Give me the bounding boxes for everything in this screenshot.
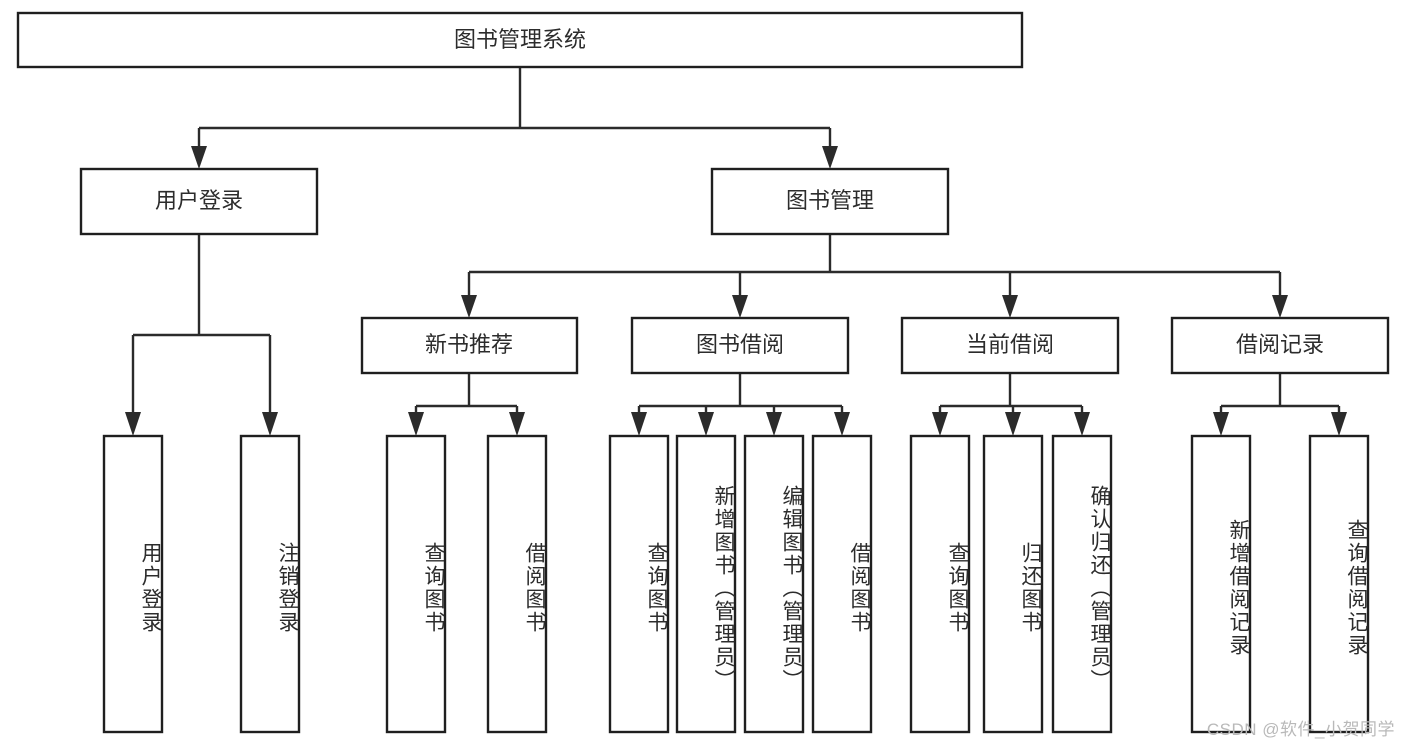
arrowhead-leaf-query-book-3 <box>932 412 948 436</box>
connectors-user-login-to-leaves <box>125 234 278 436</box>
arrowhead-user-login <box>191 146 207 169</box>
node-user-login[interactable]: 用户登录 <box>79 167 319 236</box>
connectors-new-book-rec-to-leaves <box>408 373 525 436</box>
connectors-book-manage-to-level3 <box>461 234 1288 318</box>
arrowhead-leaf-borrow-book-2 <box>834 412 850 436</box>
watermark: CSDN @软件_小贺同学 <box>1206 720 1395 739</box>
leaf-borrow-book-2-box[interactable] <box>811 434 873 734</box>
arrowhead-leaf-return-book <box>1005 412 1021 436</box>
arrowhead-leaf-user-logout <box>262 412 278 436</box>
arrowhead-leaf-confirm-return <box>1074 412 1090 436</box>
node-new-book-rec-label: 新书推荐 <box>425 332 513 357</box>
node-borrow-record-label: 借阅记录 <box>1236 332 1324 357</box>
leaf-query-book-3-box[interactable] <box>909 434 971 734</box>
arrowhead-leaf-query-record <box>1331 412 1347 436</box>
arrowhead-book-borrow <box>732 295 748 318</box>
node-new-book-rec[interactable]: 新书推荐 <box>360 316 579 375</box>
node-borrow-record-box[interactable] <box>1170 316 1390 375</box>
connectors-root-to-level2 <box>191 67 838 169</box>
node-root-box[interactable] <box>16 11 1024 69</box>
arrowhead-borrow-record <box>1272 295 1288 318</box>
node-root-label: 图书管理系统 <box>454 27 586 52</box>
node-current-borrow-box[interactable] <box>900 316 1120 375</box>
node-borrow-record[interactable]: 借阅记录 <box>1170 316 1390 375</box>
leaf-borrow-book-1-box[interactable] <box>486 434 548 734</box>
leaf-query-book-1-box[interactable] <box>385 434 447 734</box>
node-current-borrow-label: 当前借阅 <box>966 332 1054 357</box>
arrowhead-current-borrow <box>1002 295 1018 318</box>
arrowhead-leaf-edit-book <box>766 412 782 436</box>
leaf-return-book-box[interactable] <box>982 434 1044 734</box>
node-user-login-label: 用户登录 <box>155 188 243 213</box>
leaf-user-login-box[interactable] <box>102 434 164 734</box>
connectors-current-borrow-to-leaves <box>932 373 1090 436</box>
node-book-borrow-box[interactable] <box>630 316 850 375</box>
leaf-user-logout-box[interactable] <box>239 434 301 734</box>
leaf-edit-book-box[interactable] <box>743 434 805 734</box>
node-root[interactable]: 图书管理系统 <box>16 11 1024 69</box>
node-user-login-box[interactable] <box>79 167 319 236</box>
arrowhead-new-book-rec <box>461 295 477 318</box>
arrowhead-leaf-borrow-book-1 <box>509 412 525 436</box>
arrowhead-leaf-user-login <box>125 412 141 436</box>
leaf-add-book-box[interactable] <box>675 434 737 734</box>
node-book-manage[interactable]: 图书管理 <box>710 167 950 236</box>
arrowhead-leaf-add-book <box>698 412 714 436</box>
arrowhead-book-manage <box>822 146 838 169</box>
node-book-manage-label: 图书管理 <box>786 188 874 213</box>
node-new-book-rec-box[interactable] <box>360 316 579 375</box>
node-book-borrow[interactable]: 图书借阅 <box>630 316 850 375</box>
arrowhead-leaf-query-book-2 <box>631 412 647 436</box>
leaf-node-boxes <box>102 434 1370 734</box>
connectors-book-borrow-to-leaves <box>631 373 850 436</box>
arrowhead-leaf-add-record <box>1213 412 1229 436</box>
node-book-borrow-label: 图书借阅 <box>696 332 784 357</box>
node-book-manage-box[interactable] <box>710 167 950 236</box>
arrowhead-leaf-query-book-1 <box>408 412 424 436</box>
leaf-confirm-return-box[interactable] <box>1051 434 1113 734</box>
connectors-borrow-record-to-leaves <box>1213 373 1347 436</box>
node-current-borrow[interactable]: 当前借阅 <box>900 316 1120 375</box>
leaf-add-record-box[interactable] <box>1190 434 1252 734</box>
leaf-query-record-box[interactable] <box>1308 434 1370 734</box>
leaf-query-book-2-box[interactable] <box>608 434 670 734</box>
